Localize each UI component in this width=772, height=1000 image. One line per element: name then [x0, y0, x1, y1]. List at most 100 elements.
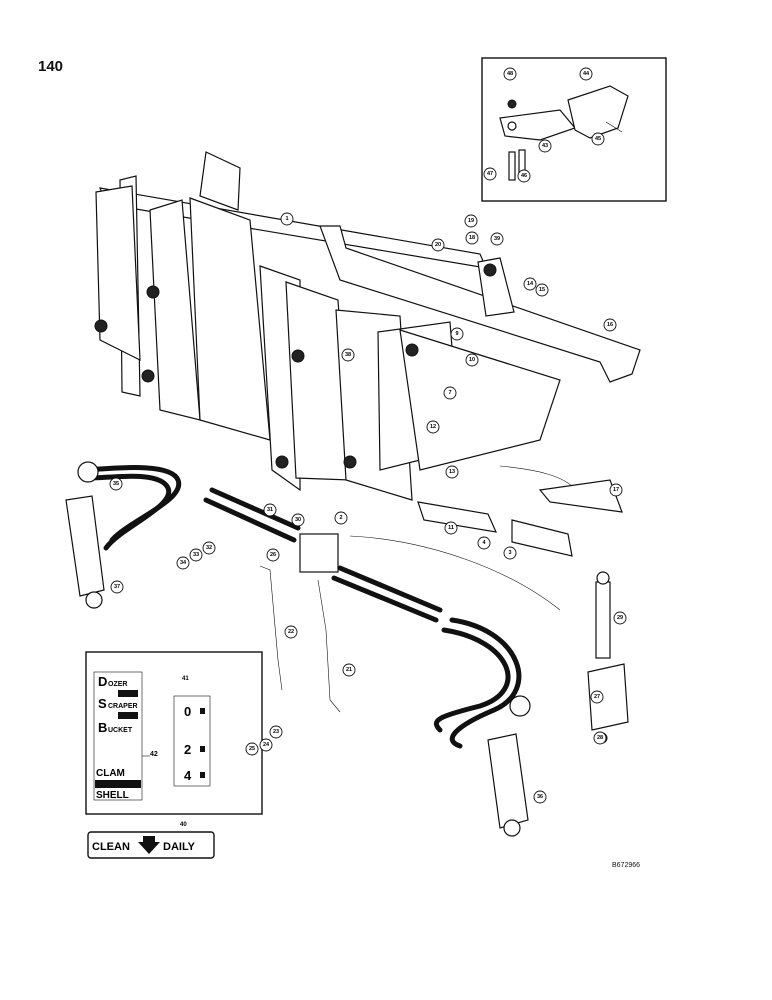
callout-label: 26: [270, 552, 276, 558]
callout-21: 21: [342, 663, 356, 677]
callout-11: 11: [444, 521, 458, 535]
callout-22: 22: [284, 625, 298, 639]
hydraulic-lines: [79, 465, 561, 749]
callout-3: 3: [503, 546, 517, 560]
callout-18: 18: [465, 231, 479, 245]
callout-label: 15: [539, 287, 545, 293]
callout-label: 10: [469, 357, 475, 363]
callout-label: 44: [583, 71, 590, 77]
callout-35: 35: [109, 477, 123, 491]
decal-line-3-rest: UCKET: [108, 727, 133, 734]
callout-label: 17: [613, 487, 619, 493]
callout-label: 30: [295, 517, 301, 523]
page-number: 140: [38, 58, 64, 75]
callout-38: 38: [341, 348, 355, 362]
callout-label: 43: [542, 143, 548, 149]
callout-label: 9: [455, 331, 458, 337]
callout-label: 18: [469, 235, 475, 241]
decal-clean-right: DAILY: [163, 841, 196, 853]
callout-label: 28: [597, 735, 603, 741]
decal-shell: SHELL: [96, 790, 129, 801]
callout-label: 19: [468, 218, 474, 224]
callout-label: 36: [537, 794, 543, 800]
callout-label: 24: [263, 742, 270, 748]
callout-20: 20: [431, 238, 445, 252]
callout-label: 37: [114, 584, 120, 590]
callout-39: 39: [490, 232, 504, 246]
decal-clam: CLAM: [96, 768, 125, 779]
callout-label: 2: [339, 515, 342, 521]
callout-9: 9: [450, 327, 464, 341]
callout-label: 13: [449, 469, 455, 475]
callout-label: 11: [448, 525, 454, 531]
callout-24: 24: [259, 738, 273, 752]
callout-label: 38: [345, 352, 351, 358]
callout-44: 44: [579, 67, 593, 81]
callout-29: 29: [613, 611, 627, 625]
callout-label: 16: [607, 322, 613, 328]
bucket-assembly: [94, 151, 641, 501]
inset-box: [481, 57, 667, 202]
callout-33: 33: [189, 548, 203, 562]
callout-7: 7: [443, 386, 457, 400]
callout-label: 1: [285, 216, 288, 222]
callout-label: 39: [494, 236, 500, 242]
callout-28: 28: [593, 731, 607, 745]
callout-label: 21: [346, 667, 352, 673]
decal-line-3-first: B: [98, 720, 107, 735]
decal-selector: D OZER S CRAPER B UCKET CLAM SHELL 42 41…: [85, 651, 263, 815]
callout-48: 48: [503, 67, 517, 81]
callout-label: 45: [595, 136, 601, 142]
callout-label: 29: [617, 615, 623, 621]
valve-block: [587, 571, 629, 744]
callout-19: 19: [464, 214, 478, 228]
decal-clean-callout: 40: [180, 822, 187, 828]
callout-label: 20: [435, 242, 441, 248]
callout-45: 45: [591, 132, 605, 146]
decal-gauge-callout: 41: [182, 676, 189, 682]
callout-25: 25: [245, 742, 259, 756]
callout-36: 36: [533, 790, 547, 804]
decal-gauge-4: 4: [184, 768, 192, 783]
callout-label: 22: [288, 629, 294, 635]
decal-gauge-0: 0: [184, 704, 191, 719]
callout-label: 7: [448, 390, 451, 396]
callout-label: 4: [482, 540, 486, 546]
decal-line-2-rest: CRAPER: [108, 703, 138, 710]
callout-label: 12: [430, 424, 436, 430]
callout-26: 26: [266, 548, 280, 562]
callout-30: 30: [291, 513, 305, 527]
decal-selector-callout: 42: [150, 751, 158, 758]
callout-43: 43: [538, 139, 552, 153]
cylinders: [65, 461, 531, 837]
cutting-edges: [417, 465, 623, 557]
callout-group: 1234791011121314151617181920212223242526…: [109, 67, 627, 804]
callout-32: 32: [202, 541, 216, 555]
callout-label: 34: [180, 560, 187, 566]
callout-12: 12: [426, 420, 440, 434]
callout-label: 33: [193, 552, 199, 558]
callout-15: 15: [535, 283, 549, 297]
callout-34: 34: [176, 556, 190, 570]
decal-line-1-rest: OZER: [108, 681, 127, 688]
callout-27: 27: [590, 690, 604, 704]
callout-17: 17: [609, 483, 623, 497]
callout-label: 3: [508, 550, 511, 556]
callout-31: 31: [263, 503, 277, 517]
decal-clean-left: CLEAN: [92, 841, 130, 853]
callout-13: 13: [445, 465, 459, 479]
callout-47: 47: [483, 167, 497, 181]
decal-line-2-first: S: [98, 696, 107, 711]
callout-46: 46: [517, 169, 531, 183]
callout-1: 1: [280, 212, 294, 226]
decal-gauge-2: 2: [184, 742, 191, 757]
callout-2: 2: [334, 511, 348, 525]
callout-label: 27: [594, 694, 600, 700]
callout-10: 10: [465, 353, 479, 367]
decal-clean-daily: 40 CLEAN DAILY: [87, 822, 215, 859]
callout-label: 25: [249, 746, 255, 752]
callout-label: 32: [206, 545, 212, 551]
callout-label: 14: [527, 281, 534, 287]
callout-37: 37: [110, 580, 124, 594]
callout-4: 4: [477, 536, 491, 550]
